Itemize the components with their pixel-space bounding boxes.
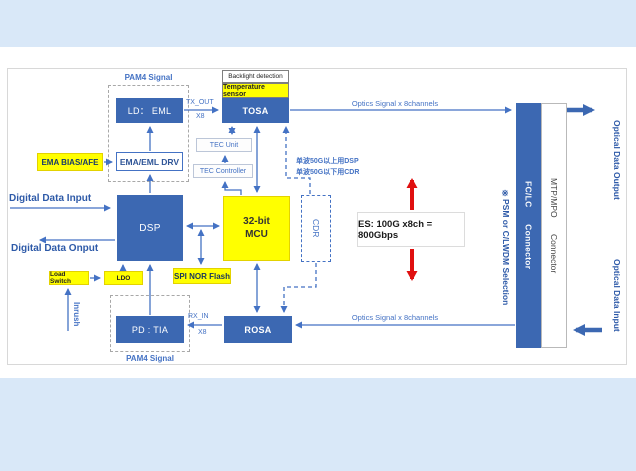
digital-data-input-label: Digital Data Input — [9, 193, 92, 204]
pd-tia-block: PD : TIA — [116, 316, 184, 343]
mtp-mpo-connector-block: MTP/MPO Connector — [541, 103, 567, 348]
tx-lanes-label: X8 — [196, 113, 205, 120]
ema-bias-afe-block: EMA BIAS/AFE — [37, 153, 103, 171]
es-capacity-note: ES: 100G x8ch = 800Gbps — [357, 212, 465, 247]
rx-in-label: RX_IN — [188, 313, 209, 320]
optical-data-output-label: Optical Data Output — [612, 119, 622, 200]
dsp-block: DSP — [117, 195, 183, 261]
fc-lc-connector-block: FC/LC Connector — [516, 103, 541, 348]
temperature-sensor-block: Temperature sensor — [222, 83, 289, 98]
rosa-block: ROSA — [224, 316, 292, 343]
rx-lanes-label: X8 — [198, 329, 207, 336]
pam4-signal-label-top: PAM4 Signal — [124, 73, 173, 82]
optical-data-input-label: Optical Data Input — [612, 259, 622, 332]
inrush-label: Inrush — [72, 301, 81, 327]
optics-signal-label-bottom: Optics Signal x 8channels — [351, 313, 439, 322]
optics-signal-label-top: Optics Signal x 8channels — [351, 99, 439, 108]
backlight-detection-block: Backlight detection — [222, 70, 289, 83]
pam4-tx-region — [108, 85, 189, 182]
tx-out-label: TX_OUT — [186, 99, 214, 106]
cdr-note-line1: 单波50G以上用DSP — [296, 158, 359, 165]
ema-eml-drv-block: EMA/EML DRV — [116, 152, 183, 171]
top-banner — [0, 0, 636, 47]
tosa-block: TOSA — [222, 98, 289, 123]
cdr-block: CDR — [301, 195, 331, 262]
pam4-signal-label-bottom: PAM4 Signal — [126, 354, 174, 363]
bottom-banner — [0, 378, 636, 471]
psm-selection-label: ※PSM or C/LWDM Selection — [501, 188, 511, 306]
cdr-note-line2: 单波50G以下用CDR — [296, 169, 360, 176]
tec-controller-block: TEC Controller — [193, 164, 253, 178]
tec-unit-block: TEC Unit — [196, 138, 252, 152]
digital-data-output-label: Digital Data Onput — [11, 243, 99, 254]
load-switch-block: Load Switch — [49, 271, 89, 285]
ld-eml-block: LD： EML — [116, 98, 183, 123]
mcu-block: 32-bit MCU — [223, 196, 290, 261]
ldo-block: LDO — [104, 271, 143, 285]
spi-nor-flash-block: SPI NOR Flash — [173, 268, 231, 284]
